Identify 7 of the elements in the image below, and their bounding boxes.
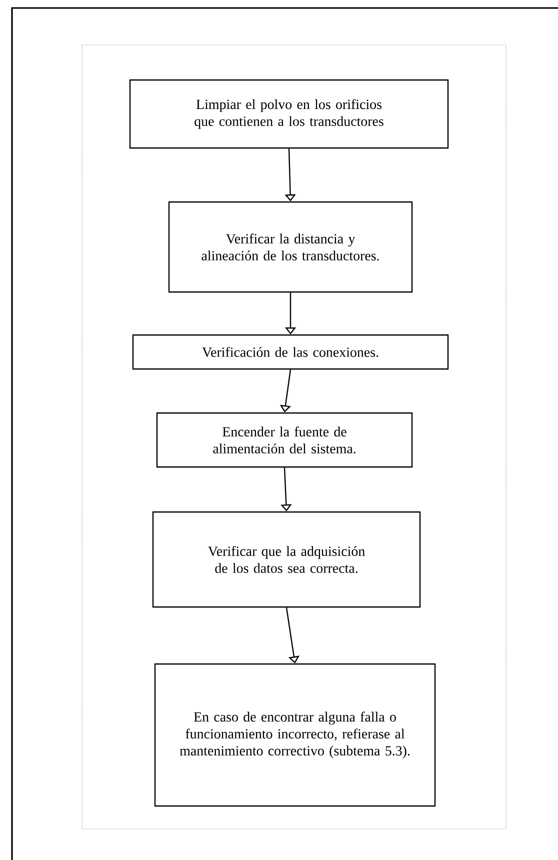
process-box: Verificación de las conexiones. [132, 334, 449, 370]
process-box: Verificar que la adquisición de los datos sea correcta. [152, 511, 421, 608]
process-box: Encender la fuente de alimentación del sistema. [156, 412, 413, 468]
process-box: Verificar la distancia y alineación de los transductores. [168, 201, 413, 293]
arrow [286, 608, 300, 664]
process-box: Limpiar el polvo en los orificios que contienen a los transductores [129, 79, 449, 149]
process-box: En caso de encontrar alguna falla o funcionamiento incorrecto, refierase al mantenimiento correctivo (subtema 5.3). [154, 663, 436, 807]
